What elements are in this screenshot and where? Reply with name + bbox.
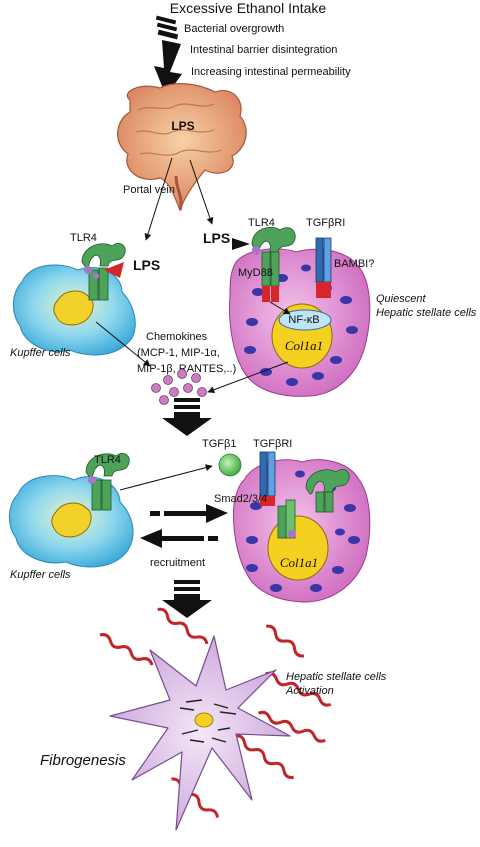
tgfb1-molecule xyxy=(218,453,242,477)
bambi-label: BAMBI? xyxy=(334,258,374,270)
tgfbri-receptor-middle xyxy=(259,451,276,506)
col1a1-label-top: Col1a1 xyxy=(285,338,323,353)
down-arrow-2 xyxy=(162,580,212,618)
tlr4-receptor-kupffer-top xyxy=(81,242,126,301)
chemokine-particles xyxy=(151,369,207,405)
tlr4-label-bottom: TLR4 xyxy=(94,454,121,466)
recruitment-arrows xyxy=(140,504,228,548)
portal-vein-label: Portal vein xyxy=(123,184,175,196)
col1a1-label-middle: Col1a1 xyxy=(280,555,318,570)
kupffer-label-bottom: Kupffer cells xyxy=(10,569,71,581)
smad-label: Smad2/3/4 xyxy=(214,493,267,505)
fibrogenesis-label: Fibrogenesis xyxy=(40,752,126,769)
arrow-kupffer-to-chemokines xyxy=(95,321,151,367)
kupffer-cell-bottom xyxy=(9,475,134,568)
smad-complex xyxy=(277,499,296,539)
activation-label-1: Hepatic stellate cells xyxy=(286,671,387,683)
arrow-gut-to-stellate xyxy=(189,159,214,225)
arrow-kupffer-to-tgfb1 xyxy=(119,464,213,491)
kupffer-cell-top xyxy=(13,264,136,356)
kupffer-label-top: Kupffer cells xyxy=(10,347,71,359)
recruitment-label: recruitment xyxy=(150,557,205,569)
myd88-label: MyD88 xyxy=(238,267,273,279)
title: Excessive Ethanol Intake xyxy=(170,0,327,16)
ethanol-arrow xyxy=(154,15,182,96)
cause-2: Intestinal barrier disintegration xyxy=(190,44,337,56)
arrow-stellate-to-chemokines xyxy=(207,361,289,394)
chemokines-label: Chemokines xyxy=(146,331,208,343)
tlr4-receptor-kupffer-bottom xyxy=(85,452,130,511)
chemokines-list-2: MIP-1β, RANTES,..) xyxy=(137,363,236,375)
tlr4-receptor-middle xyxy=(305,468,350,513)
tlr4-label-right: TLR4 xyxy=(248,217,275,229)
chemokines-list-1: (MCP-1, MIP-1α, xyxy=(137,347,220,359)
lps-label-right: LPS xyxy=(203,230,230,246)
tlr4-receptor-stellate xyxy=(232,227,296,302)
arrow-myd88-to-nfkb xyxy=(269,301,291,315)
activation-label-2: Activation xyxy=(285,685,334,697)
collagen-fibers xyxy=(99,607,332,818)
stellate-cell-middle xyxy=(233,459,371,603)
nfkb-label: NF-κB xyxy=(288,314,319,326)
tlr4-label-top-left: TLR4 xyxy=(70,232,97,244)
down-arrow-1 xyxy=(162,398,212,436)
cause-1: Bacterial overgrowth xyxy=(184,23,284,35)
intestine xyxy=(117,83,247,212)
gut-lps-label: LPS xyxy=(171,119,194,133)
arrow-gut-to-kupffer xyxy=(144,157,173,241)
cause-3: Increasing intestinal permeability xyxy=(191,66,351,78)
tgfb1-label: TGFβ1 xyxy=(202,438,236,450)
tgfbri-receptor-quiescent xyxy=(315,237,332,298)
quiescent-label-1: Quiescent xyxy=(376,293,426,305)
quiescent-label-2: Hepatic stellate cells xyxy=(376,307,477,319)
tgfbri-label-top: TGFβRI xyxy=(306,217,345,229)
lps-label-left: LPS xyxy=(133,257,160,273)
tgfbri-label-middle: TGFβRI xyxy=(253,438,292,450)
activated-stellate-cell xyxy=(109,635,291,831)
